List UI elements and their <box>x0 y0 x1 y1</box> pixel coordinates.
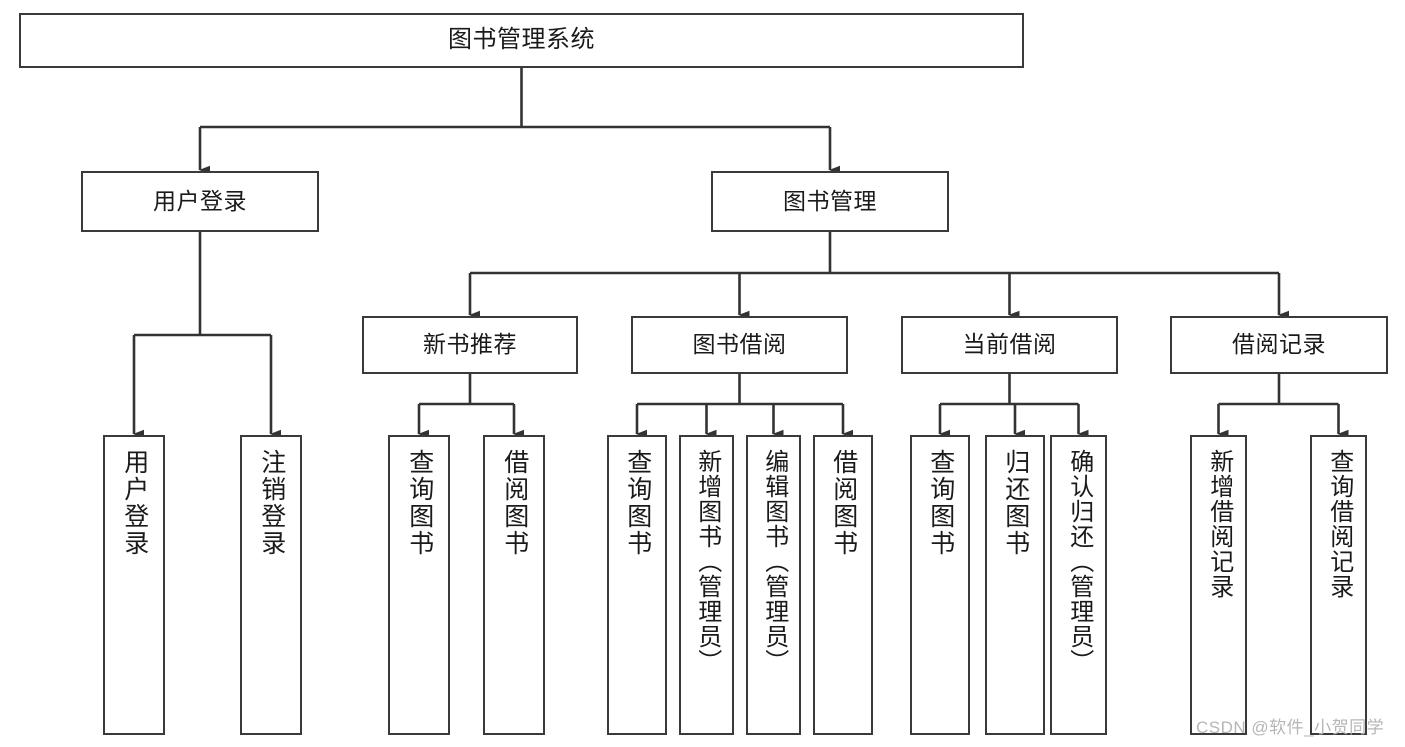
node-borrowing-records[interactable]: 借阅记录 <box>1170 316 1388 374</box>
node-label: 用户登录 <box>120 449 149 557</box>
leaf-query-books-borrow[interactable]: 查询图书 <box>607 435 667 735</box>
node-label: 新增借阅记录 <box>1205 449 1233 599</box>
node-book-management-module[interactable]: 图书管理 <box>711 171 949 232</box>
node-label: 新书推荐 <box>423 331 517 358</box>
node-book-borrowing[interactable]: 图书借阅 <box>631 316 848 374</box>
leaf-edit-book-admin[interactable]: 编辑图书（管理员） <box>746 435 801 735</box>
node-label: 用户登录 <box>153 187 247 214</box>
leaf-query-books-newbook[interactable]: 查询图书 <box>388 435 450 735</box>
watermark: CSDN @软件_小贺同学 <box>1196 718 1385 737</box>
leaf-query-books-current[interactable]: 查询图书 <box>910 435 970 735</box>
leaf-add-book-admin[interactable]: 新增图书（管理员） <box>679 435 734 735</box>
leaf-add-borrowing-record[interactable]: 新增借阅记录 <box>1190 435 1247 735</box>
leaf-user-logout[interactable]: 注销登录 <box>240 435 302 735</box>
leaf-borrow-books[interactable]: 借阅图书 <box>813 435 873 735</box>
node-user-login-module[interactable]: 用户登录 <box>81 171 319 232</box>
leaf-query-borrowing-record[interactable]: 查询借阅记录 <box>1310 435 1367 735</box>
node-label: 查询图书 <box>405 449 434 557</box>
node-label: 归还图书 <box>1001 449 1030 557</box>
node-label: 查询图书 <box>623 449 652 557</box>
leaf-confirm-return-admin[interactable]: 确认归还（管理员） <box>1050 435 1107 735</box>
node-label: 借阅图书 <box>829 449 858 557</box>
node-root[interactable]: 图书管理系统 <box>19 13 1024 68</box>
node-label: 查询借阅记录 <box>1325 449 1353 599</box>
node-label: 借阅记录 <box>1232 331 1326 358</box>
node-new-book-recommendation[interactable]: 新书推荐 <box>362 316 578 374</box>
node-label: 注销登录 <box>257 449 286 557</box>
node-current-borrowing[interactable]: 当前借阅 <box>901 316 1118 374</box>
node-label: 图书管理系统 <box>448 26 595 54</box>
leaf-user-login[interactable]: 用户登录 <box>103 435 165 735</box>
leaf-return-books[interactable]: 归还图书 <box>985 435 1045 735</box>
node-label: 确认归还（管理员） <box>1065 449 1093 674</box>
node-label: 当前借阅 <box>962 331 1057 358</box>
node-label: 查询图书 <box>926 449 955 557</box>
leaf-borrow-books-newbook[interactable]: 借阅图书 <box>483 435 545 735</box>
node-label: 借阅图书 <box>500 449 529 557</box>
node-label: 图书管理 <box>783 187 877 214</box>
node-label: 编辑图书（管理员） <box>760 449 788 674</box>
node-label: 图书借阅 <box>692 331 787 358</box>
node-label: 新增图书（管理员） <box>693 449 721 674</box>
